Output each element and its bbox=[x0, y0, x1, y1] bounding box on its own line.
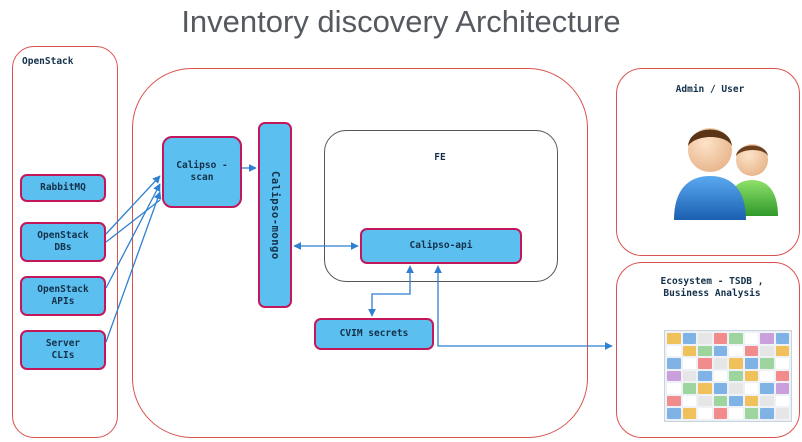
server-clis-label: Server CLIs bbox=[45, 338, 81, 361]
calipso-mongo-box[interactable]: Calipso-mongo bbox=[258, 122, 292, 308]
calipso-api-label: Calipso-api bbox=[409, 240, 473, 251]
calipso-scan-label: Calipso -scan bbox=[176, 160, 228, 183]
arrow-clis-to-scan bbox=[105, 191, 162, 343]
page-title: Inventory discovery Architecture bbox=[181, 4, 621, 39]
calipso-mongo-label: Calipso-mongo bbox=[269, 170, 281, 260]
cvim-secrets-label: CVIM secrets bbox=[339, 328, 409, 339]
arrow-api-ecosystem bbox=[434, 265, 613, 350]
admin-label: Admin / User bbox=[675, 84, 745, 95]
openstack-apis-box[interactable]: OpenStack APIs bbox=[20, 276, 106, 316]
rabbitmq-label: RabbitMQ bbox=[40, 182, 86, 193]
arrow-dbs-to-scan-2 bbox=[105, 199, 161, 243]
ecosystem-landscape-image bbox=[664, 330, 792, 422]
calipso-scan-box[interactable]: Calipso -scan bbox=[162, 136, 242, 208]
openstack-label: OpenStack bbox=[22, 56, 74, 67]
openstack-apis-label: OpenStack APIs bbox=[37, 284, 89, 307]
arrow-apis-to-scan bbox=[105, 183, 161, 289]
ecosystem-label: Ecosystem - TSDB , Business Analysis bbox=[660, 276, 764, 299]
rabbitmq-box[interactable]: RabbitMQ bbox=[20, 174, 106, 202]
cvim-secrets-box[interactable]: CVIM secrets bbox=[314, 318, 434, 350]
openstack-dbs-label: OpenStack DBs bbox=[37, 230, 89, 253]
openstack-dbs-box[interactable]: OpenStack DBs bbox=[20, 222, 106, 262]
arrow-dbs-to-scan bbox=[105, 175, 161, 235]
arrow-api-cvim bbox=[368, 265, 414, 317]
fe-label: FE bbox=[434, 152, 446, 163]
server-clis-box[interactable]: Server CLIs bbox=[20, 330, 106, 370]
users-icon bbox=[674, 128, 778, 220]
calipso-api-box[interactable]: Calipso-api bbox=[360, 228, 522, 264]
